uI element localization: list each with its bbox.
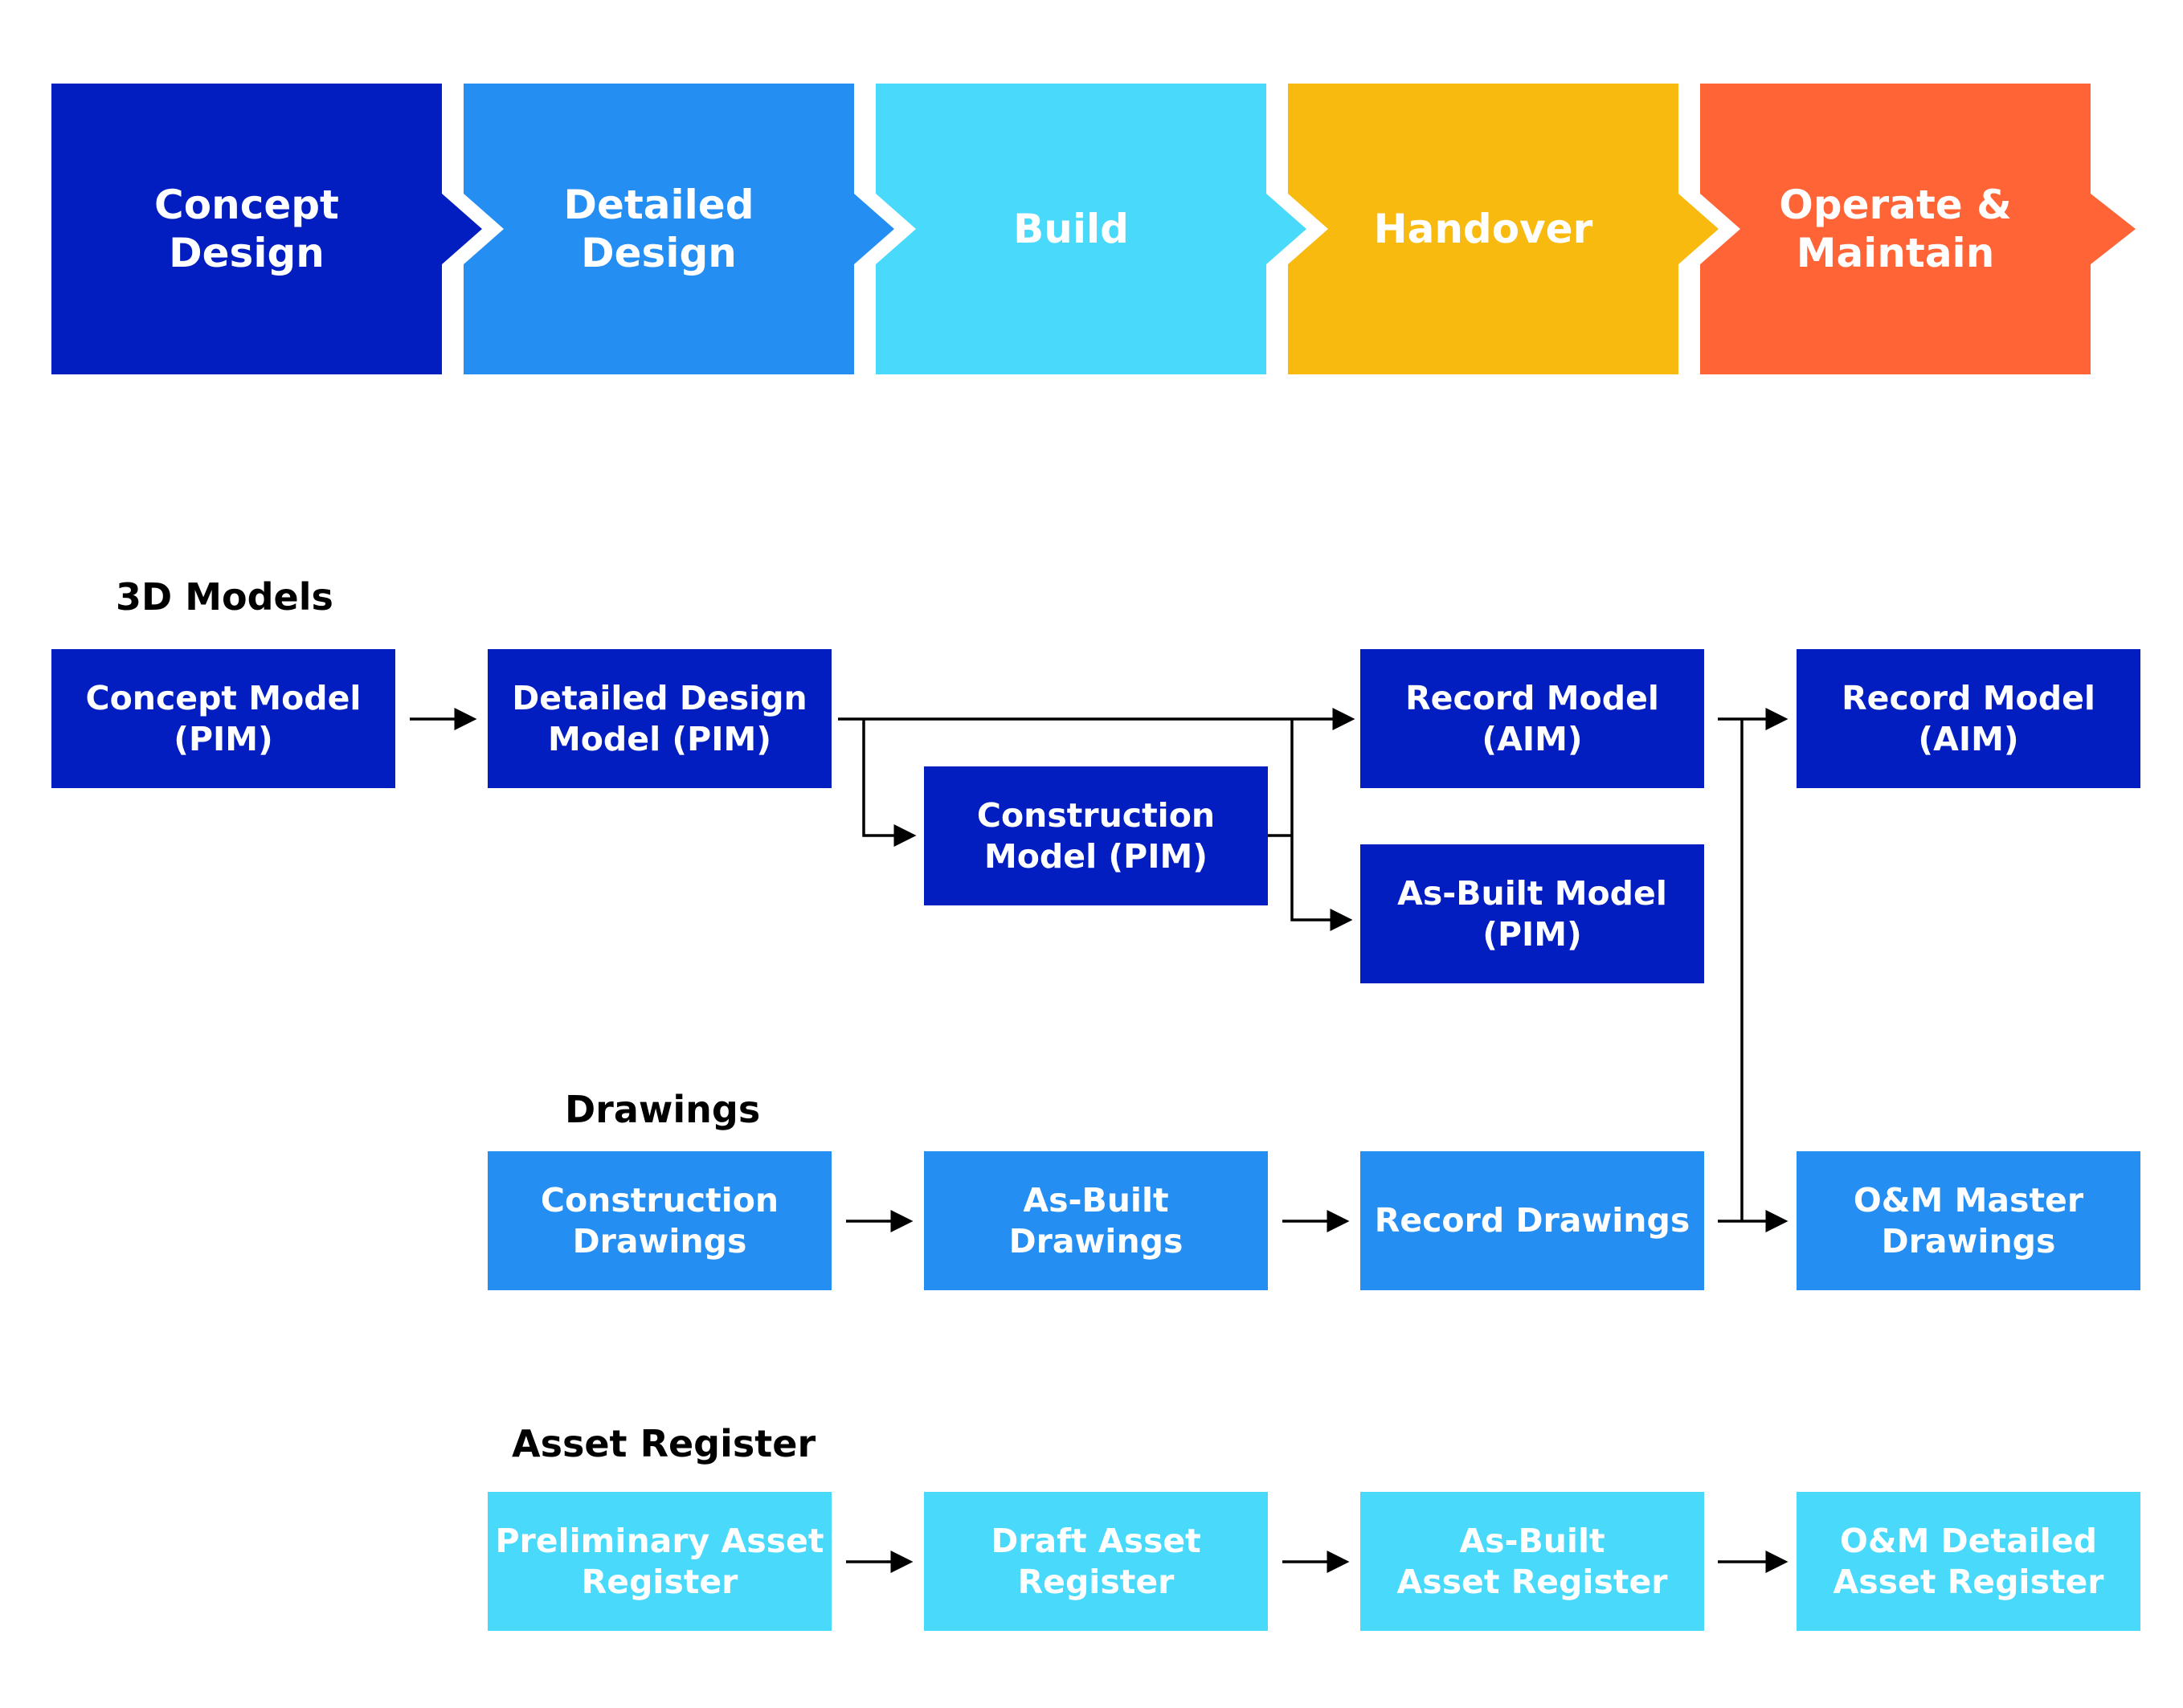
construction-model-box: Construction Model (PIM) (924, 766, 1268, 905)
record-drawings-box: Record Drawings (1360, 1151, 1704, 1290)
phase-chevron-build (876, 84, 1306, 374)
om-master-drawings-box: O&M Master Drawings (1797, 1151, 2140, 1290)
phase-label-concept: Concept Design (154, 182, 339, 276)
as-built-drawings-box: As-Built Drawings (924, 1151, 1268, 1290)
phase-chevron-detailed (464, 84, 894, 374)
om-detailed-asset-register-box: O&M Detailed Asset Register (1797, 1492, 2140, 1631)
line-detailed-model-to-construction-model (862, 719, 917, 847)
section-title-drawings: Drawings (565, 1088, 761, 1131)
as-built-asset-register-box: As-Built Asset Register (1360, 1492, 1704, 1631)
record-model-aim-handover-box: Record Model (AIM) (1360, 649, 1704, 788)
construction-drawings-box: Construction Drawings (488, 1151, 832, 1290)
phase-label-build: Build (1013, 206, 1129, 252)
as-built-model-box: As-Built Model (PIM) (1360, 844, 1704, 983)
phase-chevron-operate (1700, 84, 2136, 374)
phase-chevron-concept (51, 84, 482, 374)
concept-model-box: Concept Model (PIM) (51, 649, 395, 788)
section-title-3d-models: 3D Models (116, 575, 333, 619)
section-title-asset-register: Asset Register (512, 1422, 816, 1465)
detailed-design-model-box: Detailed Design Model (PIM) (488, 649, 832, 788)
draft-asset-register-box: Draft Asset Register (924, 1492, 1268, 1631)
phase-chevron-handover (1288, 84, 1719, 374)
phase-bar (51, 84, 2136, 374)
phase-label-detailed: Detailed Design (563, 182, 754, 276)
preliminary-asset-register-box: Preliminary Asset Register (488, 1492, 832, 1631)
phase-label-handover: Handover (1373, 206, 1593, 252)
line-construction-model-branch (1290, 719, 1353, 931)
phase-label-operate: Operate & Maintain (1779, 182, 2012, 276)
record-model-aim-operate-box: Record Model (AIM) (1797, 649, 2140, 788)
